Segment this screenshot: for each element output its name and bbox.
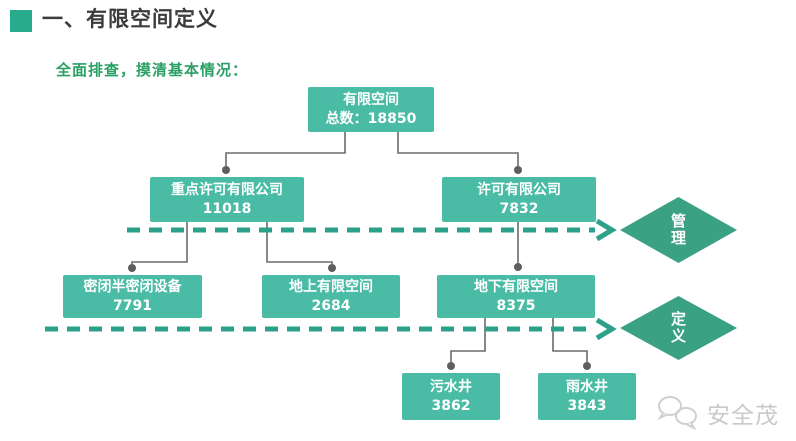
- wechat-bubble-large-tail: [657, 412, 669, 421]
- wechat-bubble-small: [675, 407, 697, 425]
- node-aboveground-space: 地上有限空间 2684: [262, 275, 400, 318]
- connector-root-to-key-permit: [225, 132, 346, 166]
- node-rain-well: 雨水井 3843: [538, 373, 636, 420]
- dot-rain: [583, 362, 591, 370]
- connector-lines: [131, 132, 588, 362]
- node-aboveground-value: 2684: [311, 297, 351, 314]
- dot-sewage: [447, 362, 455, 370]
- node-underground-value: 8375: [496, 297, 536, 314]
- wechat-bubbles-icon: [657, 396, 697, 431]
- node-enclosed-label: 密闭半密闭设备: [83, 279, 182, 296]
- watermark-brand: 安全茂: [707, 403, 779, 429]
- connector-underground-to-rain: [552, 318, 588, 362]
- node-key-permit-company: 重点许可有限公司 11018: [150, 177, 304, 222]
- node-permit-value: 7832: [499, 200, 539, 217]
- connector-keypermit-to-enclosed: [131, 222, 188, 264]
- node-enclosed-value: 7791: [113, 297, 152, 314]
- connector-keypermit-to-aboveground: [266, 222, 333, 264]
- title-bullet-square: [10, 10, 32, 32]
- wechat-bubble-small-tail: [685, 422, 697, 431]
- dot-permit: [514, 166, 522, 174]
- diamond-definition-label: 定义: [670, 309, 686, 345]
- node-sewage-label: 污水井: [430, 379, 472, 396]
- node-permit-label: 许可有限公司: [477, 182, 561, 199]
- slide-subtitle: 全面排查，摸清基本情况：: [56, 61, 249, 79]
- node-enclosed-equipment: 密闭半密闭设备 7791: [63, 275, 202, 318]
- connector-underground-to-sewage: [450, 318, 486, 362]
- dashed-arrows: [45, 218, 617, 341]
- connector-dots: [128, 166, 591, 370]
- node-key-permit-value: 11018: [202, 200, 252, 217]
- dot-underground: [514, 263, 522, 271]
- diamond-management-label: 管理: [670, 211, 686, 247]
- node-rain-label: 雨水井: [566, 379, 608, 396]
- wechat-bubble-large: [658, 396, 682, 416]
- dot-aboveground: [328, 264, 336, 272]
- page-title: 一、有限空间定义: [42, 7, 218, 31]
- node-total-value: 总数：18850: [325, 110, 417, 127]
- dot-key-permit: [222, 166, 230, 174]
- node-underground-space: 地下有限空间 8375: [437, 275, 595, 318]
- node-sewage-value: 3862: [431, 397, 471, 414]
- node-rain-value: 3843: [567, 397, 607, 414]
- node-total: 有限空间 总数：18850: [308, 87, 434, 132]
- node-underground-label: 地下有限空间: [474, 279, 558, 296]
- node-aboveground-label: 地上有限空间: [289, 279, 373, 296]
- dashed-arrow-definition-head: [595, 317, 617, 341]
- node-key-permit-label: 重点许可有限公司: [171, 182, 283, 199]
- watermark: 安全茂: [655, 393, 795, 433]
- node-sewage-well: 污水井 3862: [402, 373, 500, 420]
- node-permit-company: 许可有限公司 7832: [442, 177, 596, 222]
- dashed-arrow-management-head: [595, 218, 617, 242]
- connector-root-to-permit: [397, 132, 519, 166]
- dot-enclosed: [128, 264, 136, 272]
- node-total-label: 有限空间: [343, 92, 399, 109]
